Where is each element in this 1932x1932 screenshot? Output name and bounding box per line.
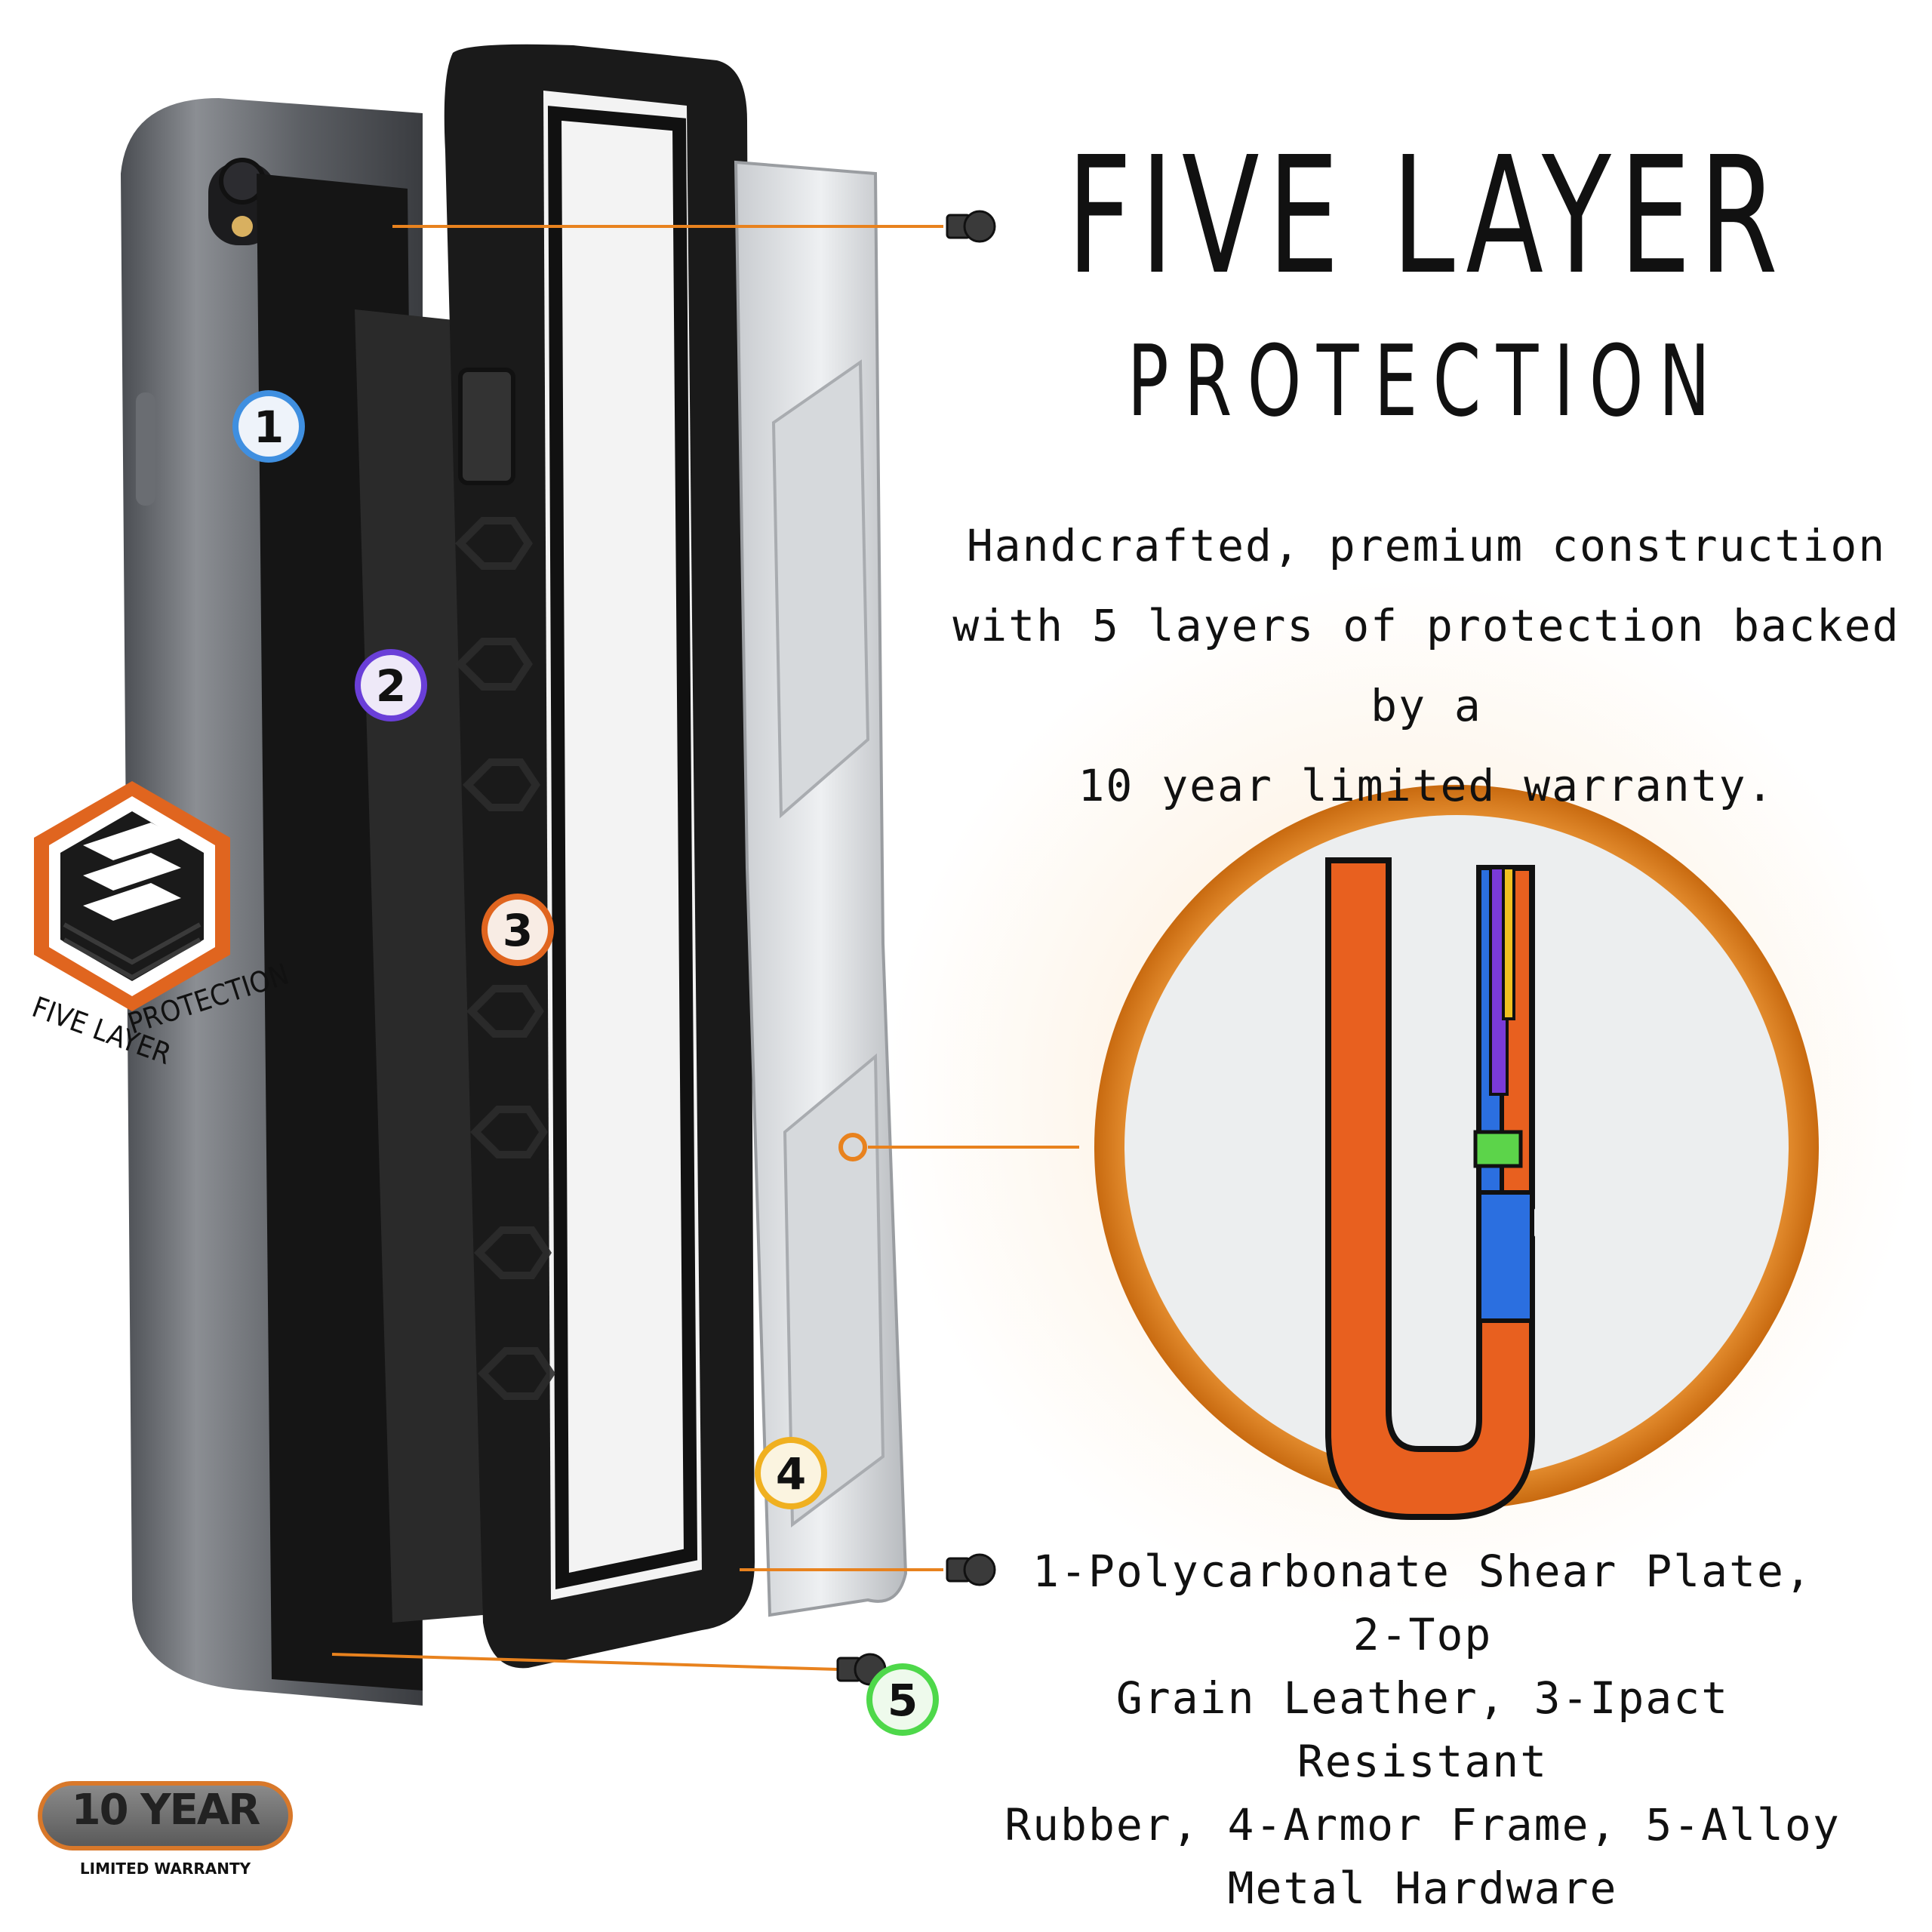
layers-line-3: Rubber, 4-Armor Frame, 5-Alloy	[1004, 1799, 1841, 1850]
marker-1-label: 1	[254, 401, 284, 453]
marker-2-label: 2	[376, 660, 406, 712]
intro-line-1: Handcrafted, premium construction	[966, 520, 1887, 571]
layers-line-4: Metal Hardware	[1227, 1863, 1618, 1914]
intro-paragraph: Handcrafted, premium construction with 5…	[951, 506, 1902, 826]
marker-2: 2	[355, 649, 427, 721]
headline-title: FIVE LAYER	[1066, 122, 1786, 310]
marker-3-label: 3	[503, 905, 533, 956]
layers-description: 1-Polycarbonate Shear Plate, 2-Top Grain…	[1004, 1540, 1841, 1920]
cross-section-zoom	[838, 785, 1819, 1520]
rubber-bumper	[444, 44, 755, 1669]
marker-3: 3	[481, 894, 554, 966]
marker-1: 1	[232, 390, 305, 463]
headline-subtitle: PROTECTION	[1127, 324, 1726, 438]
marker-4-label: 4	[776, 1448, 806, 1500]
layers-line-2: Grain Leather, 3-Ipact Resistant	[1115, 1672, 1730, 1787]
intro-line-3: 10 year limited warranty.	[1078, 760, 1775, 811]
five-layer-badge: FIVE LAYER PROTECTION	[28, 781, 293, 1071]
marker-5: 5	[866, 1663, 939, 1736]
headline: FIVE LAYER PROTECTION	[951, 122, 1902, 438]
warranty-subtitle: LIMITED WARRANTY	[79, 1860, 251, 1878]
leather-strip	[355, 309, 483, 1623]
warranty-pill	[38, 1781, 293, 1850]
armor-frame	[734, 160, 908, 1617]
warranty-title: 10 YEAR	[71, 1786, 261, 1835]
intro-line-2: with 5 layers of protection backed by a	[952, 600, 1900, 731]
warranty-badge: 10 YEAR LIMITED WARRANTY	[38, 1781, 294, 1878]
marker-5-label: 5	[888, 1675, 918, 1726]
layers-line-1: 1-Polycarbonate Shear Plate, 2-Top	[1032, 1546, 1813, 1660]
leader-lines	[331, 225, 1079, 1671]
marker-4: 4	[755, 1437, 827, 1509]
